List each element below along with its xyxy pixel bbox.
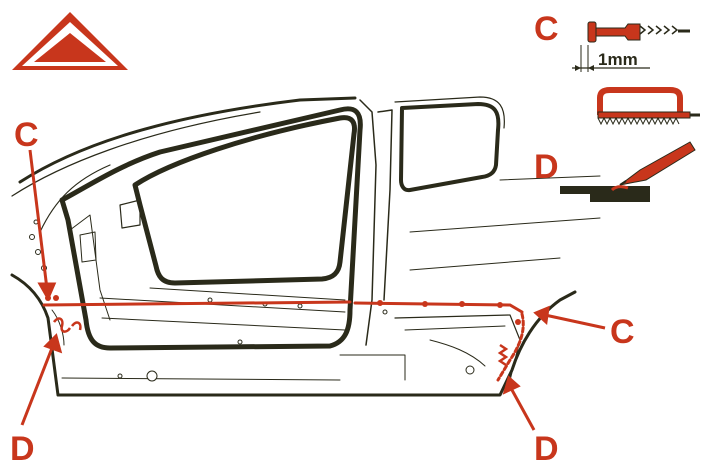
callout-c-legend: C: [534, 10, 559, 48]
clip-gap-dimension: 1mm: [598, 50, 638, 69]
clip-legend-illustration: [572, 21, 690, 72]
callout-c-right: C: [610, 313, 635, 351]
callout-c-left: C: [14, 116, 39, 154]
callout-d-legend: D: [534, 148, 559, 186]
seal-bead: [42, 300, 525, 382]
car-body-outline: [10, 96, 601, 397]
callout-d-right: D: [534, 430, 559, 468]
clip-type-2-illustration: [597, 87, 700, 126]
callout-d-left: D: [10, 430, 35, 468]
clip-type-number: 2: [632, 95, 640, 111]
callout-arrows: [20, 149, 606, 431]
warning-triangle-icon: [12, 12, 128, 70]
sealant-nozzle-illustration: [560, 141, 696, 202]
body-holes: [29, 219, 475, 382]
